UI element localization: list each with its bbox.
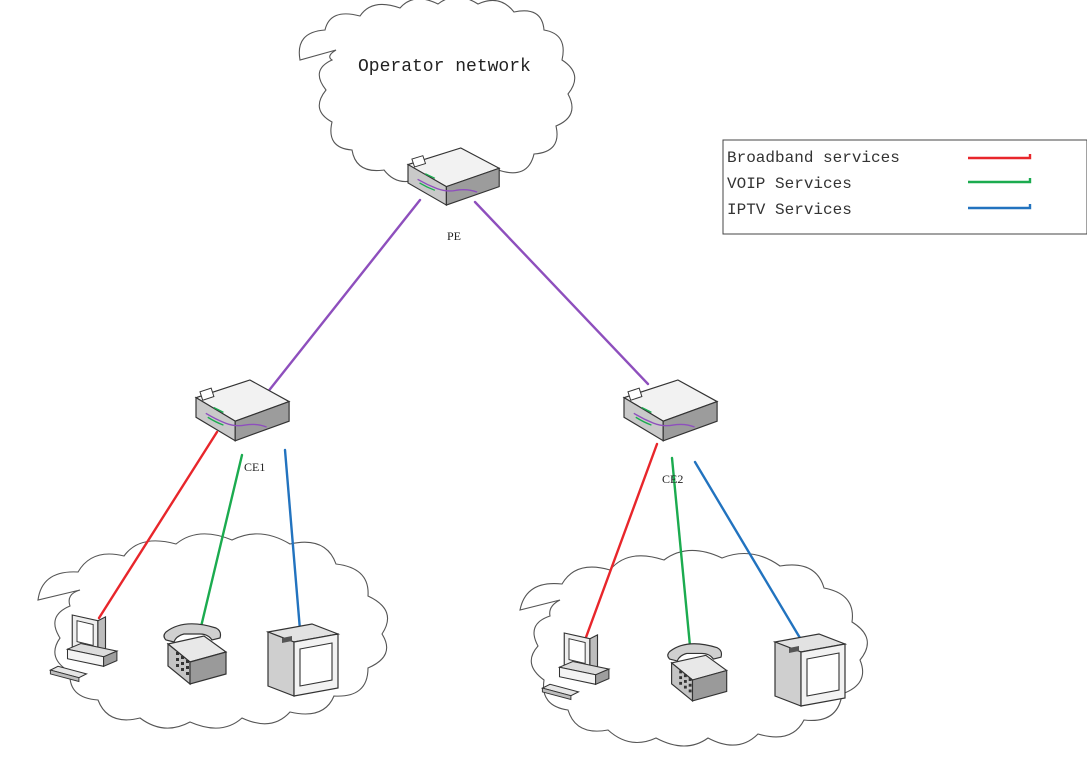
legend-item: Broadband services — [727, 149, 1032, 167]
ce1-voip-link — [198, 453, 244, 633]
ce2-label: CE2 — [662, 472, 683, 486]
pe-label: PE — [447, 229, 461, 243]
legend-label-iptv: IPTV Services — [727, 201, 852, 219]
legend-label-voip: VOIP Services — [727, 175, 852, 193]
site1-television-icon — [267, 623, 339, 697]
operator-network-label: Operator network — [358, 57, 531, 77]
legend-label-broadband: Broadband services — [727, 149, 900, 167]
operator-network-cloud: Operator network — [298, 0, 576, 185]
ce1-broadband-link — [97, 430, 219, 620]
ce2-voip-link — [670, 456, 692, 648]
pe-ce1-link — [261, 198, 422, 400]
legend-item: VOIP Services — [727, 175, 1032, 193]
ce1-label: CE1 — [244, 460, 265, 474]
legend: Broadband services VOIP Services IPTV Se… — [722, 139, 1087, 235]
ce1-router: CE1 — [195, 379, 290, 474]
ce1-iptv-link — [283, 448, 302, 632]
legend-item: IPTV Services — [727, 201, 1032, 219]
ce2-iptv-link — [693, 460, 802, 640]
pe-router: PE — [407, 147, 500, 243]
site2-television-icon — [774, 633, 846, 707]
pe-ce2-link — [473, 200, 650, 386]
ce2-router: CE2 — [623, 379, 718, 486]
ce2-broadband-link — [583, 442, 659, 642]
